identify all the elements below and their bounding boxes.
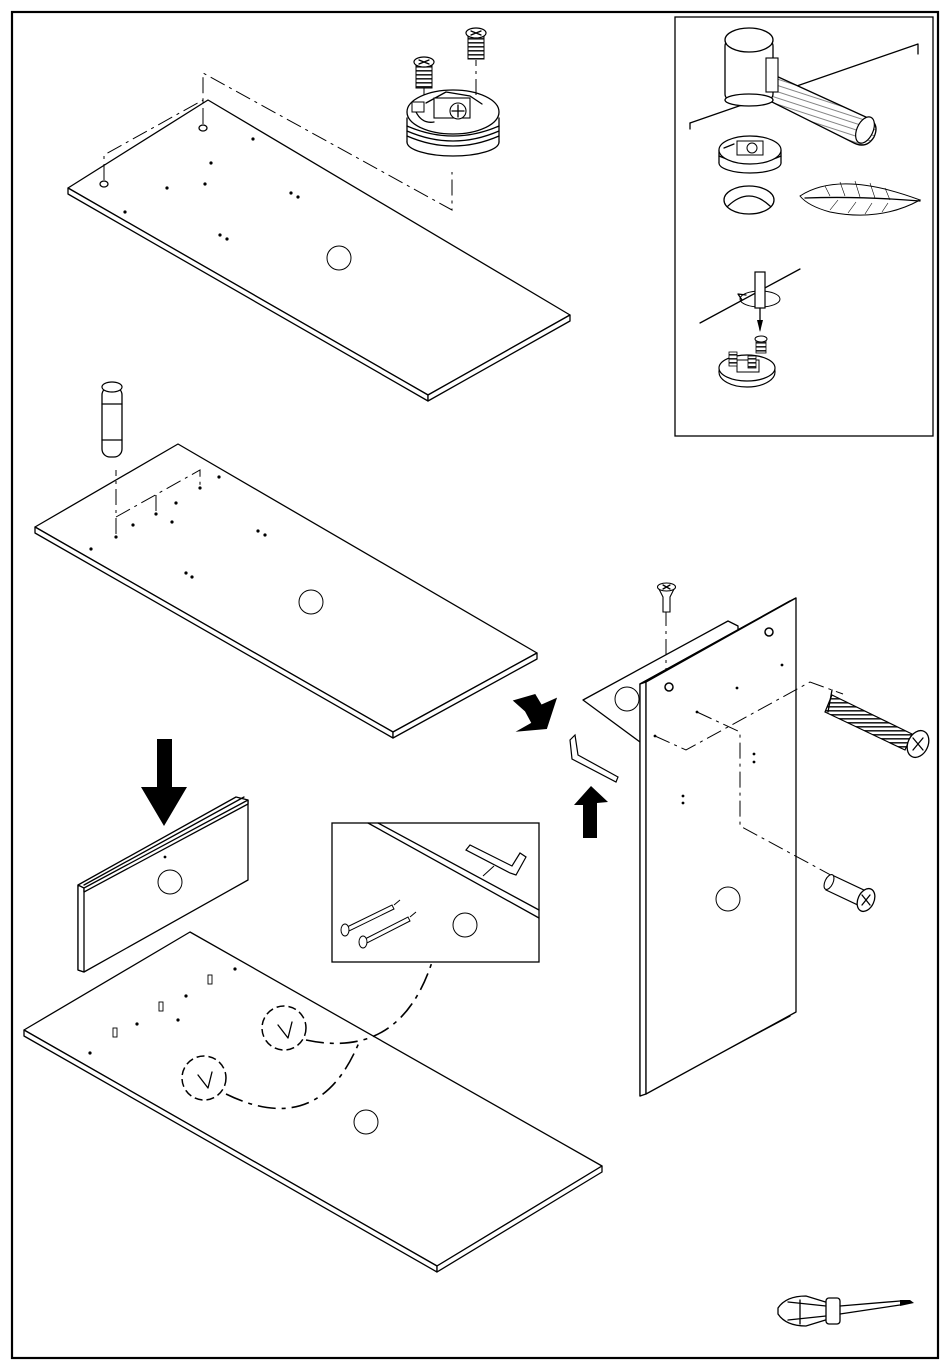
part-number-circle-3 — [158, 870, 182, 894]
screw-left — [414, 57, 434, 95]
cam-bolt — [825, 690, 933, 761]
part-number-circle-6 — [615, 687, 639, 711]
inset-allen-key-detail — [332, 823, 539, 962]
arrow-down — [141, 739, 187, 826]
inset-cam-installation — [675, 17, 933, 436]
step-side-panel — [583, 583, 933, 1096]
step-dowel-panel — [35, 382, 537, 738]
countersunk-screw-top — [658, 583, 676, 612]
part-number-circle-5 — [453, 913, 477, 937]
drilled-hole — [724, 186, 774, 214]
arrow-right — [511, 693, 558, 735]
screw-right — [466, 28, 486, 95]
arrow-up — [574, 786, 608, 838]
screw-small-inset — [755, 336, 767, 353]
allen-key — [570, 735, 618, 782]
cam-lock-fitting — [407, 90, 499, 156]
part-number-circle-2 — [299, 590, 323, 614]
dowel-pin — [822, 873, 878, 914]
screwdriver-icon — [778, 1296, 914, 1326]
cam-fitting-small — [719, 136, 781, 173]
wooden-dowel — [102, 382, 122, 457]
part-number-circle — [327, 246, 351, 270]
panel-side — [640, 598, 796, 1096]
panel-middle — [35, 444, 537, 738]
panel-base — [24, 932, 602, 1272]
step-top-panel — [68, 28, 570, 401]
part-number-circle-4 — [354, 1110, 378, 1134]
part-number-circle-7 — [716, 887, 740, 911]
